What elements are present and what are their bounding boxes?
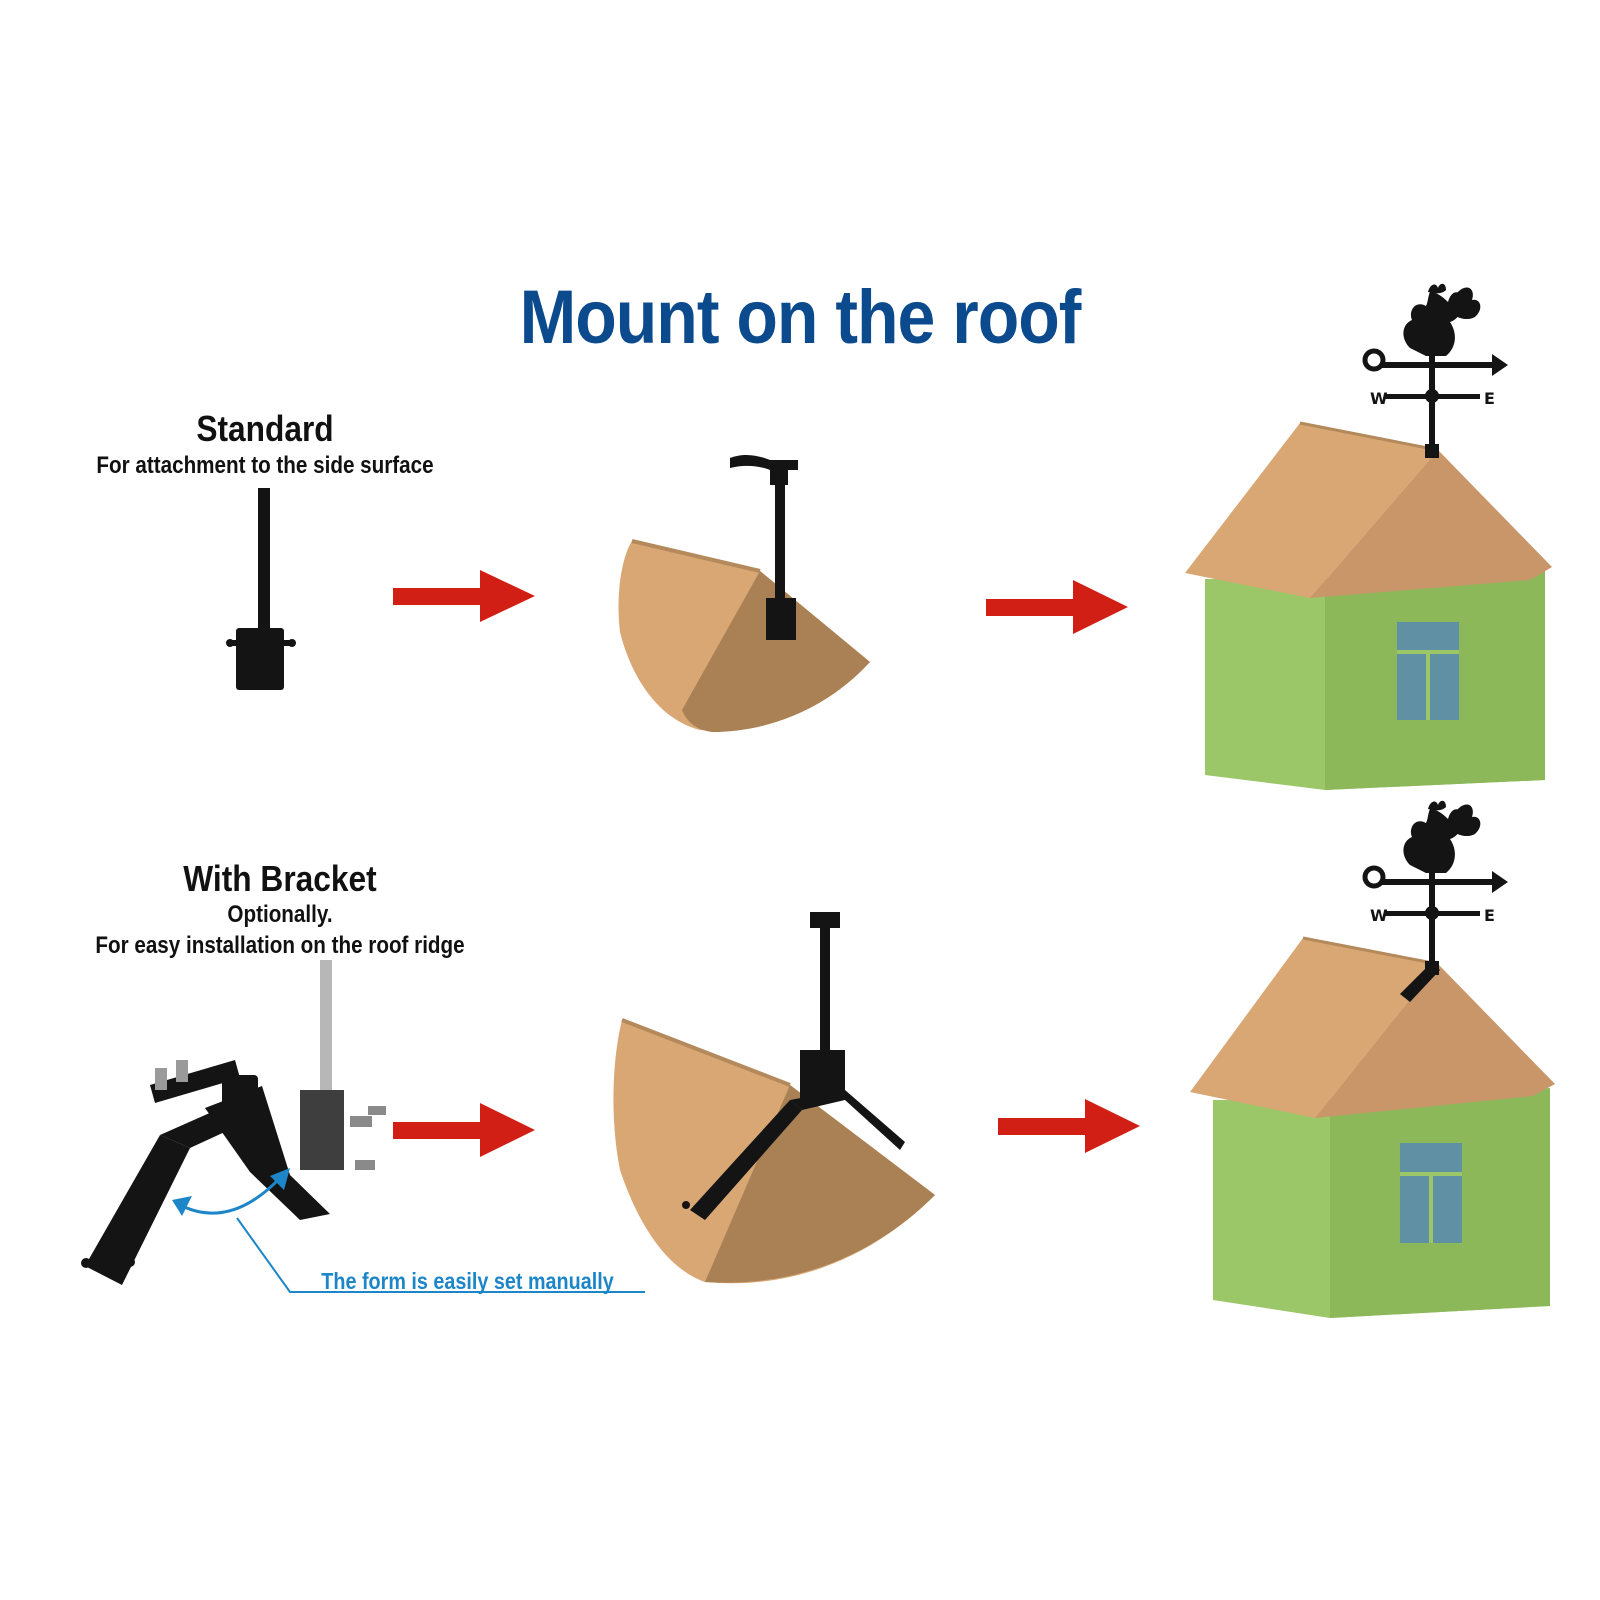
page-title: Mount on the roof: [519, 274, 1082, 360]
bracket-parts-illustration: [81, 960, 386, 1285]
arrow-right-icon: [393, 570, 535, 622]
arrow-right-icon: [998, 1099, 1140, 1153]
adjust-angle-indicator: [172, 1168, 645, 1293]
house-with-weathervane-bracket: [1190, 801, 1555, 1318]
bracket-optional-label: Optionally.: [227, 901, 333, 928]
bracket-adjust-note: The form is easily set manually: [321, 1268, 614, 1294]
arrow-right-icon: [393, 1103, 535, 1157]
house-with-weathervane-standard: [1185, 284, 1552, 790]
arrow-right-icon: [986, 580, 1128, 634]
standard-subheading: For attachment to the side surface: [96, 452, 434, 479]
roof-section-standard: [618, 454, 870, 732]
bracket-subheading: For easy installation on the roof ridge: [95, 932, 465, 959]
bracket-heading: With Bracket: [183, 858, 377, 899]
standard-heading: Standard: [196, 408, 334, 449]
standard-mount-illustration: [226, 488, 296, 690]
roof-section-bracket: [613, 912, 935, 1284]
